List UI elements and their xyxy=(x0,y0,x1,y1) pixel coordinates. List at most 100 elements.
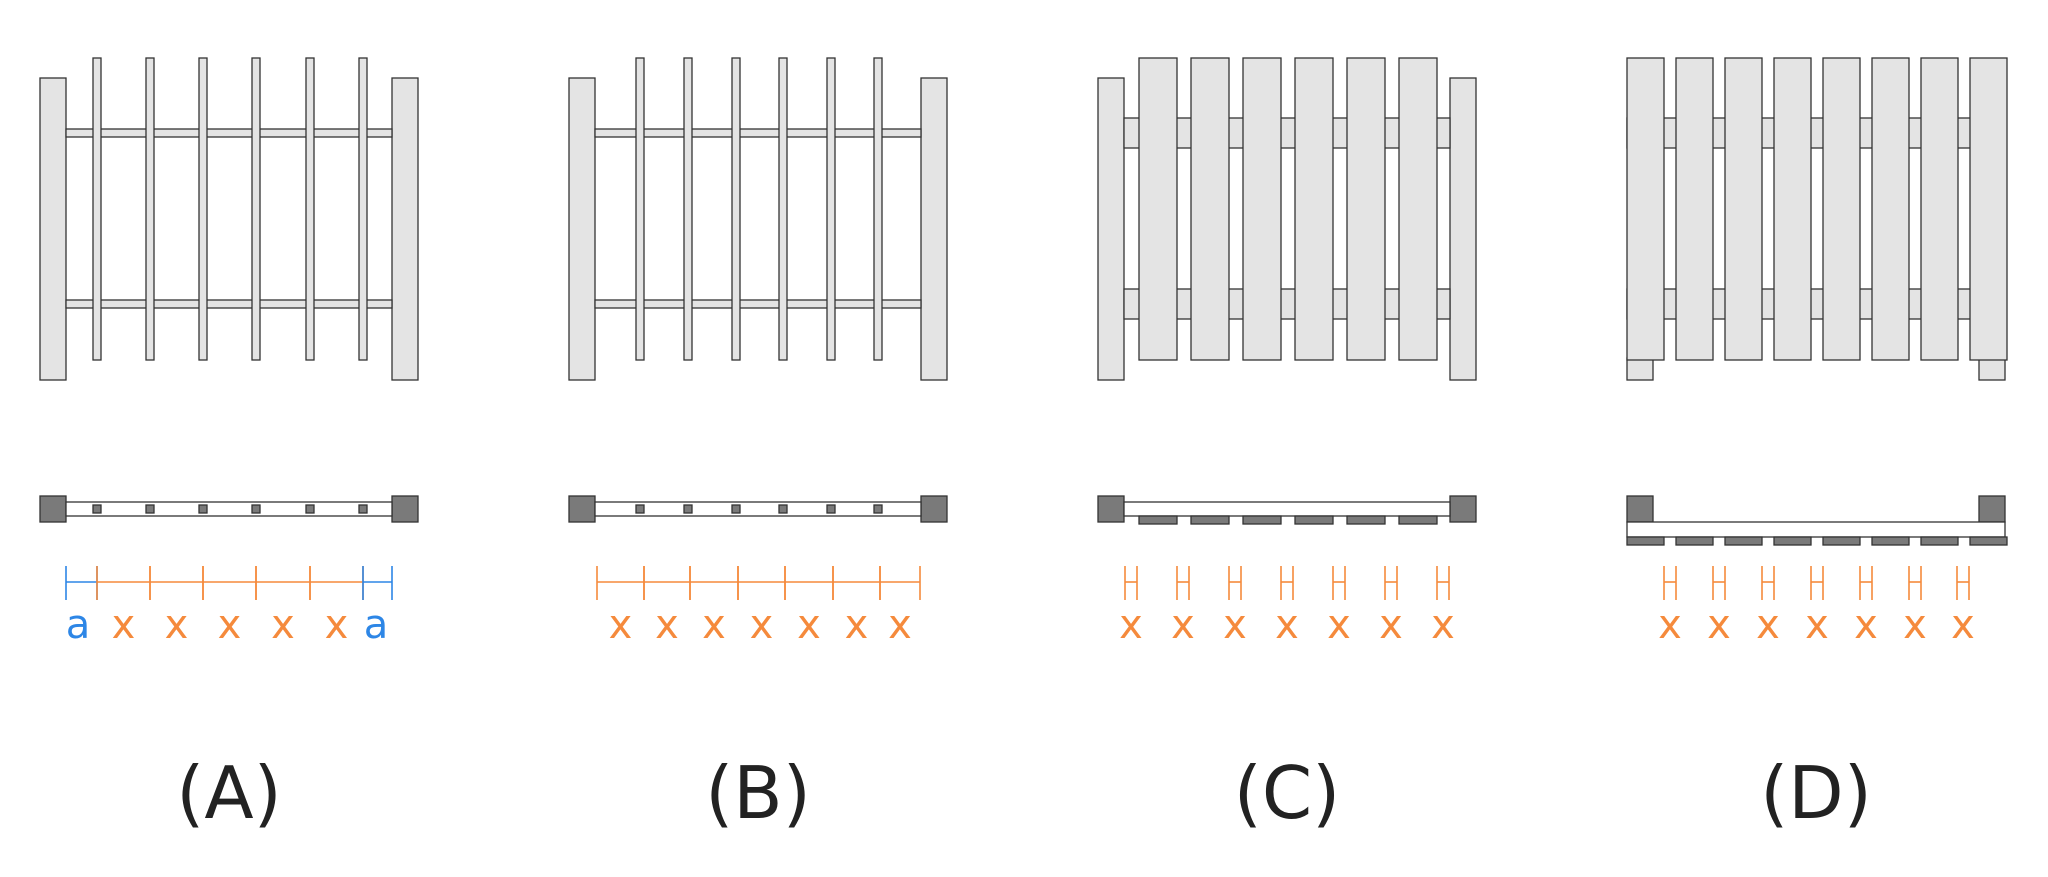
section-post-left xyxy=(1097,495,1125,523)
section-board xyxy=(1346,515,1386,525)
fence-board xyxy=(1920,57,1959,361)
fence-board xyxy=(1724,57,1763,361)
dimension-label: x xyxy=(1951,602,1975,648)
section-picket xyxy=(92,504,102,514)
dimension-label: x xyxy=(1431,602,1455,648)
fence-board xyxy=(1294,57,1334,361)
section-picket xyxy=(731,504,741,514)
section-board xyxy=(1138,515,1178,525)
section-board xyxy=(1626,536,1665,546)
section-post-right xyxy=(391,495,419,523)
dimension-label: x xyxy=(1854,602,1878,648)
fence-post-left xyxy=(39,77,67,381)
fence-post-left xyxy=(568,77,596,381)
section-rail xyxy=(1123,501,1451,517)
dimension-label: x xyxy=(1756,602,1780,648)
dimension-label: x xyxy=(218,602,242,648)
panel-label-b: (B) xyxy=(705,751,811,835)
fence-picket xyxy=(145,57,155,361)
dimension-label: x xyxy=(271,602,295,648)
section-rail xyxy=(1626,521,2006,538)
dimension-label: x xyxy=(797,602,821,648)
section-picket xyxy=(198,504,208,514)
fence-rail-bottom xyxy=(1123,288,1451,320)
fence-picket xyxy=(873,57,883,361)
fence-post-right xyxy=(1978,357,2006,381)
section-board xyxy=(1724,536,1763,546)
fence-board xyxy=(1773,57,1812,361)
fence-board xyxy=(1346,57,1386,361)
fence-board xyxy=(1871,57,1910,361)
dimension-label: x xyxy=(702,602,726,648)
section-picket xyxy=(826,504,836,514)
fence-rail-top xyxy=(65,128,393,138)
section-rail xyxy=(594,501,922,517)
section-board xyxy=(1969,536,2008,546)
section-post-right xyxy=(1449,495,1477,523)
dimension-label: x xyxy=(165,602,189,648)
dimension-label: x xyxy=(655,602,679,648)
fence-picket xyxy=(305,57,315,361)
fence-picket xyxy=(826,57,836,361)
fence-picket xyxy=(198,57,208,361)
fence-board xyxy=(1626,57,1665,361)
panel-label-a: (A) xyxy=(176,751,281,835)
fence-post-left xyxy=(1097,77,1125,381)
fence-board xyxy=(1969,57,2008,361)
dimension-label: x xyxy=(609,602,633,648)
fence-post-right xyxy=(1449,77,1477,381)
section-board xyxy=(1242,515,1282,525)
fence-rail-bottom xyxy=(65,299,393,309)
section-board xyxy=(1190,515,1230,525)
dimension-label: x xyxy=(1223,602,1247,648)
fence-board xyxy=(1398,57,1438,361)
fence-rail-top xyxy=(1123,117,1451,149)
section-picket xyxy=(683,504,693,514)
section-board xyxy=(1920,536,1959,546)
dimension-label: x xyxy=(1707,602,1731,648)
fence-picket xyxy=(251,57,261,361)
section-post-left xyxy=(568,495,596,523)
fence-picket xyxy=(683,57,693,361)
dimension-label: x xyxy=(1275,602,1299,648)
section-post-right xyxy=(920,495,948,523)
fence-board xyxy=(1675,57,1714,361)
section-board xyxy=(1871,536,1910,546)
fence-post-left xyxy=(1626,357,1654,381)
fence-picket xyxy=(358,57,368,361)
fence-picket xyxy=(635,57,645,361)
section-picket xyxy=(145,504,155,514)
dimension-label: x xyxy=(1327,602,1351,648)
panel-label-c: (C) xyxy=(1234,751,1340,835)
section-picket xyxy=(305,504,315,514)
fence-post-right xyxy=(920,77,948,381)
section-board xyxy=(1773,536,1812,546)
section-picket xyxy=(778,504,788,514)
fence-board xyxy=(1190,57,1230,361)
dimension-label: x xyxy=(1379,602,1403,648)
fence-board xyxy=(1242,57,1282,361)
section-board xyxy=(1675,536,1714,546)
section-picket xyxy=(251,504,261,514)
fence-board xyxy=(1822,57,1861,361)
dimension-label: x xyxy=(1903,602,1927,648)
dimension-label: a xyxy=(66,602,91,648)
section-post-right xyxy=(1978,495,2006,523)
fence-rail-bottom xyxy=(594,299,922,309)
dimension-label: x xyxy=(112,602,136,648)
fence-rail-top xyxy=(594,128,922,138)
section-post-left xyxy=(1626,495,1654,523)
dimension-label: x xyxy=(1119,602,1143,648)
section-board xyxy=(1822,536,1861,546)
fence-board xyxy=(1138,57,1178,361)
panel-label-d: (D) xyxy=(1760,751,1872,835)
fence-post-right xyxy=(391,77,419,381)
fence-picket xyxy=(92,57,102,361)
dimension-label: x xyxy=(1658,602,1682,648)
dimension-label: x xyxy=(845,602,869,648)
fence-picket xyxy=(731,57,741,361)
